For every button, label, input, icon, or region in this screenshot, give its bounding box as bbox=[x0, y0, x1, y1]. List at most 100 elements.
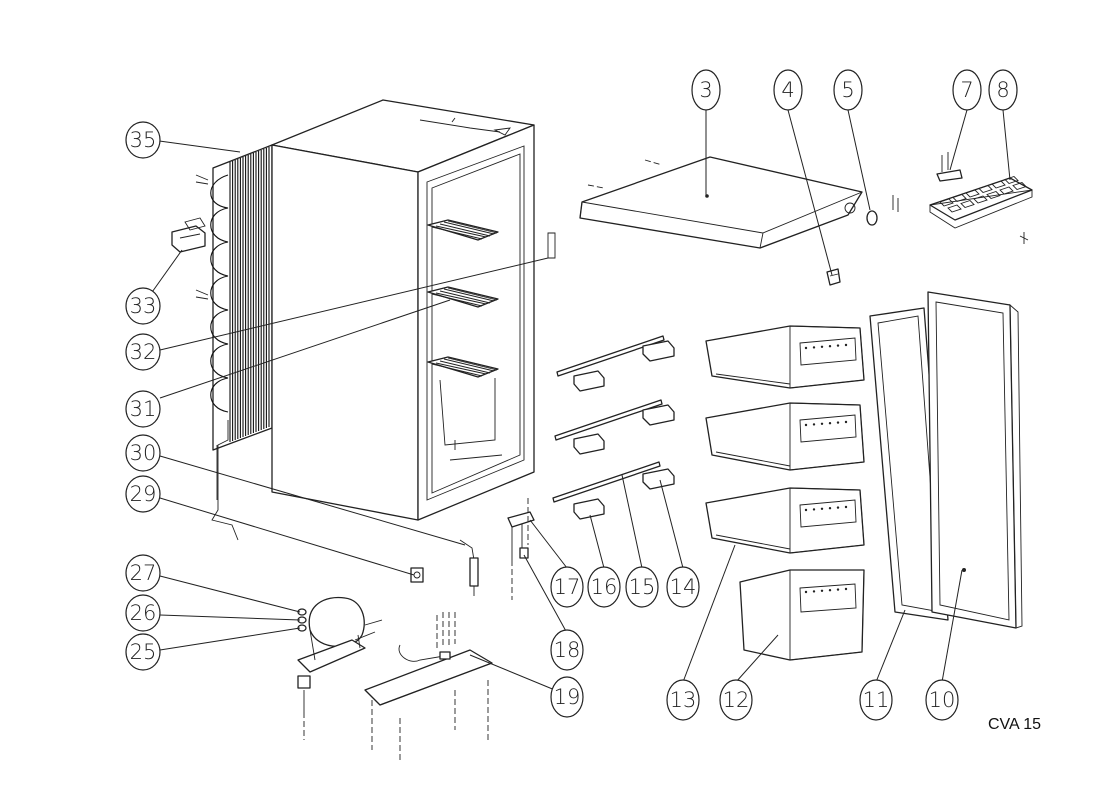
crisper-drawer-top bbox=[705, 325, 865, 389]
callout-25: 25 bbox=[125, 633, 161, 671]
ice-tray-cell bbox=[947, 204, 962, 213]
callout-15-label: 15 bbox=[629, 575, 656, 599]
callout-13-label: 13 bbox=[670, 688, 697, 712]
compressor bbox=[297, 596, 383, 740]
drawer-vent-dot bbox=[844, 505, 848, 509]
ice-tray-cell bbox=[978, 184, 993, 194]
drawer-vent-dot bbox=[836, 588, 840, 591]
callout-32-label: 32 bbox=[130, 340, 157, 364]
drawer-vent-dot bbox=[820, 422, 824, 425]
drawer-vent-dot bbox=[844, 420, 848, 424]
drawer-vent-dot bbox=[828, 422, 832, 425]
callout-29-label: 29 bbox=[130, 482, 157, 506]
drawer-vent-dot bbox=[836, 506, 840, 509]
ice-tray-cell bbox=[952, 193, 967, 203]
crisper-drawer-bottom bbox=[739, 569, 865, 661]
drawer-vent-dot bbox=[836, 344, 840, 347]
leader-lines bbox=[149, 109, 1011, 696]
callout-33-label: 33 bbox=[130, 294, 157, 318]
callout-33: 33 bbox=[125, 287, 161, 325]
callout-11: 11 bbox=[859, 679, 893, 721]
callout-5: 5 bbox=[833, 69, 863, 111]
callout-8-label: 8 bbox=[996, 78, 1009, 102]
cabinet-shelf-upper bbox=[427, 219, 499, 241]
ice-tray-cell bbox=[1012, 181, 1027, 191]
ice-tray-cell bbox=[939, 198, 954, 207]
drawer-rail-set-upper bbox=[556, 335, 675, 392]
callout-35-label: 35 bbox=[130, 128, 157, 152]
drawer-vent-dot bbox=[844, 343, 848, 347]
bottom-hinge bbox=[507, 498, 535, 600]
thermostat-knob bbox=[826, 268, 841, 286]
ice-tray-cell bbox=[1004, 175, 1019, 185]
drawer-vent-dot bbox=[812, 508, 816, 511]
ice-tray-cell bbox=[986, 190, 1001, 200]
callout-31-label: 31 bbox=[130, 397, 157, 421]
callout-7-label: 7 bbox=[960, 78, 973, 102]
callout-17-label: 17 bbox=[554, 575, 581, 599]
drawer-vent-dot bbox=[828, 507, 832, 510]
lamp-holder bbox=[866, 195, 899, 226]
callout-13: 13 bbox=[666, 679, 700, 721]
callout-11-label: 11 bbox=[863, 688, 890, 712]
condenser-bracket bbox=[171, 217, 206, 253]
drawer-vent-dot bbox=[812, 423, 816, 426]
callout-31: 31 bbox=[125, 390, 161, 428]
callout-14-label: 14 bbox=[670, 575, 697, 599]
callout-18: 18 bbox=[550, 629, 584, 671]
drawer-vent-dot bbox=[804, 590, 808, 594]
ice-tray bbox=[929, 175, 1033, 244]
callout-10-label: 10 bbox=[929, 688, 956, 712]
crisper-drawer-lower bbox=[705, 487, 865, 554]
drawer-rail-set-lower bbox=[552, 461, 675, 520]
drawer-vent-dot bbox=[804, 508, 808, 512]
top-hinge bbox=[936, 152, 963, 182]
condenser-clip-top bbox=[195, 174, 209, 300]
drawer-vent-dot bbox=[804, 423, 808, 427]
callout-26: 26 bbox=[125, 594, 161, 632]
ice-tray-cell bbox=[965, 189, 980, 198]
callout-12: 12 bbox=[719, 679, 753, 721]
callout-27-label: 27 bbox=[130, 561, 157, 585]
refrigerator-door bbox=[927, 291, 1023, 629]
callout-7: 7 bbox=[952, 69, 982, 111]
callout-3: 3 bbox=[691, 69, 721, 111]
overload-relay bbox=[410, 567, 424, 583]
callout-8: 8 bbox=[988, 69, 1018, 111]
cabinet-shelf-lower bbox=[427, 356, 499, 446]
callout-4: 4 bbox=[773, 69, 803, 111]
callout-27: 27 bbox=[125, 554, 161, 592]
drawer-vent-dot bbox=[812, 346, 816, 349]
callout-19: 19 bbox=[550, 676, 584, 718]
callout-16-label: 16 bbox=[591, 575, 618, 599]
callout-16: 16 bbox=[587, 566, 621, 608]
filter-drier bbox=[459, 539, 479, 596]
callout-35: 35 bbox=[125, 121, 161, 159]
cabinet-shelf-middle bbox=[427, 286, 499, 308]
drawer-vent-dot bbox=[812, 590, 816, 593]
callout-30: 30 bbox=[125, 434, 161, 472]
drawer-vent-dot bbox=[828, 345, 832, 348]
base-plate bbox=[364, 612, 493, 760]
callout-25-label: 25 bbox=[130, 640, 157, 664]
model-code-label: CVA 15 bbox=[988, 716, 1042, 733]
ice-tray-cell bbox=[960, 199, 975, 209]
callout-18-label: 18 bbox=[554, 638, 581, 662]
callout-15: 15 bbox=[625, 566, 659, 608]
callout-30-label: 30 bbox=[130, 441, 157, 465]
callout-3-label: 3 bbox=[699, 78, 712, 102]
top-cover bbox=[579, 156, 863, 249]
ice-tray-cell bbox=[999, 186, 1014, 195]
drawer-vent-dot bbox=[820, 589, 824, 592]
callout-4-label: 4 bbox=[781, 78, 794, 102]
drawer-vent-dot bbox=[828, 589, 832, 592]
callout-5-label: 5 bbox=[841, 78, 854, 102]
drawer-rail-set-middle bbox=[554, 399, 675, 455]
callout-17: 17 bbox=[550, 566, 584, 608]
callout-14: 14 bbox=[666, 566, 700, 608]
ice-tray-cell bbox=[991, 180, 1006, 189]
drawer-vent-dot bbox=[804, 346, 808, 350]
callout-10: 10 bbox=[925, 679, 959, 721]
refrigerator-cabinet bbox=[271, 99, 556, 521]
